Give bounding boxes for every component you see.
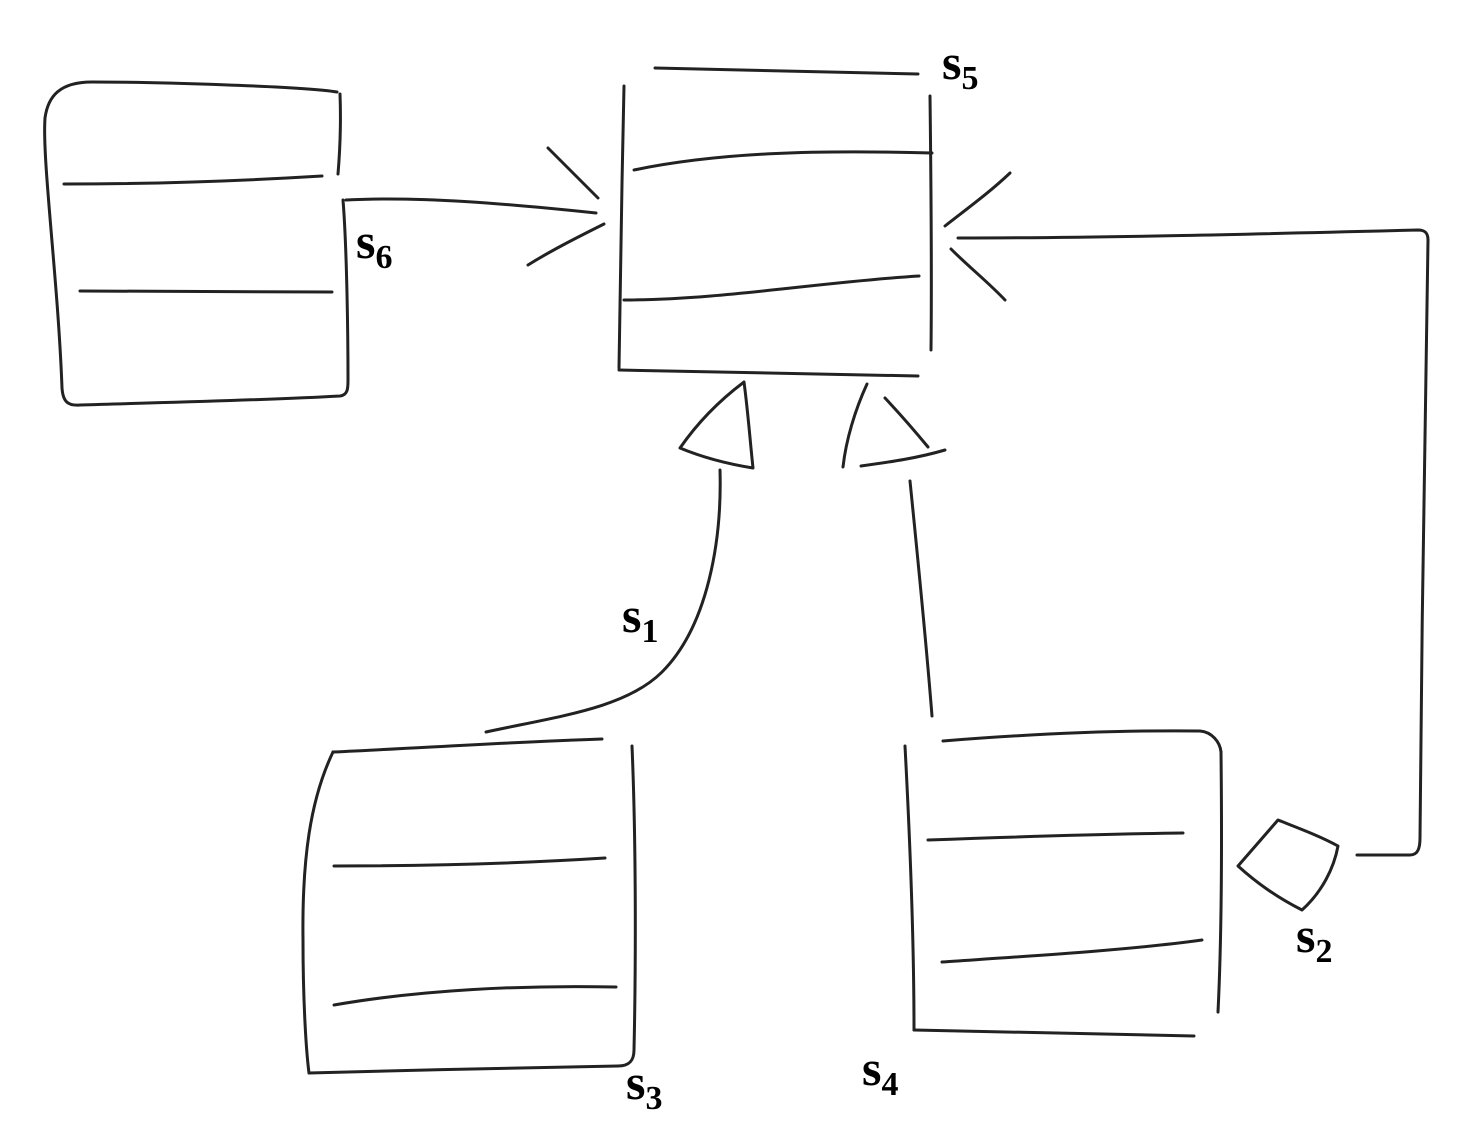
box-s6-divider-2 xyxy=(78,289,334,294)
box-s6-outline xyxy=(43,80,350,407)
box-s3-right-edge xyxy=(616,744,637,1068)
association-s6[interactable] xyxy=(344,146,606,267)
box-s5-divider-2 xyxy=(622,274,921,302)
box-s5-left-edge xyxy=(617,84,626,370)
label-s5: s5 xyxy=(942,34,978,97)
box-s4-divider-1 xyxy=(926,831,1185,842)
class-box-s4[interactable] xyxy=(903,729,1224,1038)
association-s2-arrowhead-upper xyxy=(943,171,1012,228)
box-s6-right-edge-top xyxy=(336,92,342,176)
box-s4-divider-2 xyxy=(940,938,1204,964)
box-s5-bottom-edge xyxy=(617,368,920,378)
association-s6-arrowhead-upper xyxy=(546,146,600,200)
association-s2[interactable] xyxy=(943,171,1430,912)
box-s3-left-edge xyxy=(301,750,335,1075)
box-s3-top-edge xyxy=(331,737,604,754)
class-box-s5[interactable] xyxy=(617,66,934,378)
generalization-s4-line xyxy=(908,479,934,718)
association-s2-arrowhead-lower xyxy=(949,247,1007,302)
box-s4-top-edge xyxy=(941,729,1223,754)
box-s6-divider-1 xyxy=(62,174,324,186)
label-s6: s6 xyxy=(356,213,392,276)
generalization-s4-triangle xyxy=(841,382,869,469)
box-s4-left-edge xyxy=(903,744,916,1032)
association-s2-diamond xyxy=(1236,818,1340,912)
box-s3-divider-2 xyxy=(332,985,618,1007)
box-s5-divider-1 xyxy=(632,150,934,172)
generalization-s1-triangle xyxy=(678,380,755,470)
box-s5-top-edge xyxy=(653,66,920,76)
box-s3-bottom-edge xyxy=(307,1064,620,1075)
generalization-s4-triangle-base xyxy=(859,448,947,468)
box-s4-right-edge xyxy=(1216,750,1224,1014)
association-s6-arrowhead-lower xyxy=(526,222,606,267)
box-s5-right-edge xyxy=(928,94,933,352)
generalization-s1-line xyxy=(484,468,722,734)
association-s2-line xyxy=(956,228,1430,857)
box-s4-bottom-edge xyxy=(912,1028,1196,1038)
class-box-s6[interactable] xyxy=(43,80,350,407)
generalization-s4-triangle-side xyxy=(883,396,930,449)
label-s4: s4 xyxy=(862,1040,898,1103)
box-s3-divider-1 xyxy=(332,856,607,868)
label-s3: s3 xyxy=(626,1054,662,1117)
label-s2: s2 xyxy=(1296,907,1332,970)
generalization-s4[interactable] xyxy=(841,382,947,718)
class-box-s3[interactable] xyxy=(301,737,637,1075)
label-s1: s1 xyxy=(622,587,658,650)
generalization-s1[interactable] xyxy=(484,380,755,734)
association-s6-line xyxy=(344,197,598,215)
